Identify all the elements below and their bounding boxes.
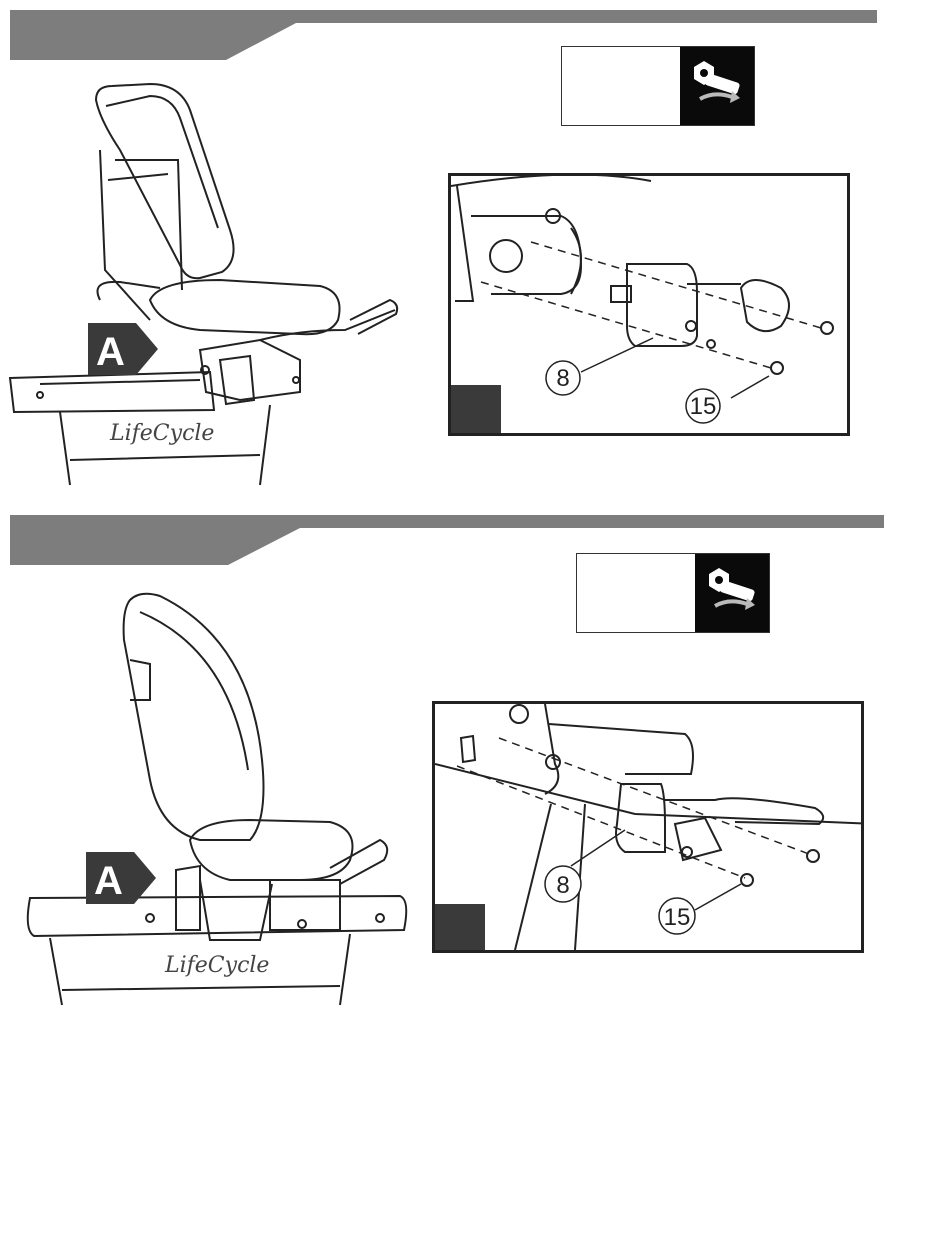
step-1-tool-panel [680,47,754,125]
wrench-icon [703,562,761,622]
step-1-tool-box [561,46,755,126]
step-2-corner-square [435,904,485,950]
step-1-corner-square [451,385,501,433]
step-1-bike-illustration: LifeCycle [0,80,420,490]
step-2-tool-panel [695,554,769,632]
step-2-tool-box [576,553,770,633]
step-2-badge-a: A [86,852,161,904]
step-1-badge-letter: A [96,330,125,374]
wrench-icon [688,55,746,115]
step-1-badge-a: A [88,323,163,375]
step-1-detail-box: 8 15 [448,173,850,436]
step-2-badge-letter: A [94,859,123,903]
step-2-callout-15-label: 15 [664,904,691,931]
step-1-header-band [0,0,950,70]
step-2-detail-box: 8 15 [432,701,864,953]
step-2-detail-drawing: 8 15 [435,704,861,950]
step-1-detail-drawing: 8 15 [451,176,847,433]
step-2-header-band [0,505,950,575]
step-2-logo-text: LifeCycle [164,953,269,978]
step-1-logo-text: LifeCycle [109,421,214,446]
step-2-bike-illustration: LifeCycle [0,590,420,1010]
step-1-callout-15-label: 15 [690,393,717,420]
step-2-callout-8-label: 8 [556,872,569,899]
step-1-callout-8-label: 8 [556,365,569,392]
